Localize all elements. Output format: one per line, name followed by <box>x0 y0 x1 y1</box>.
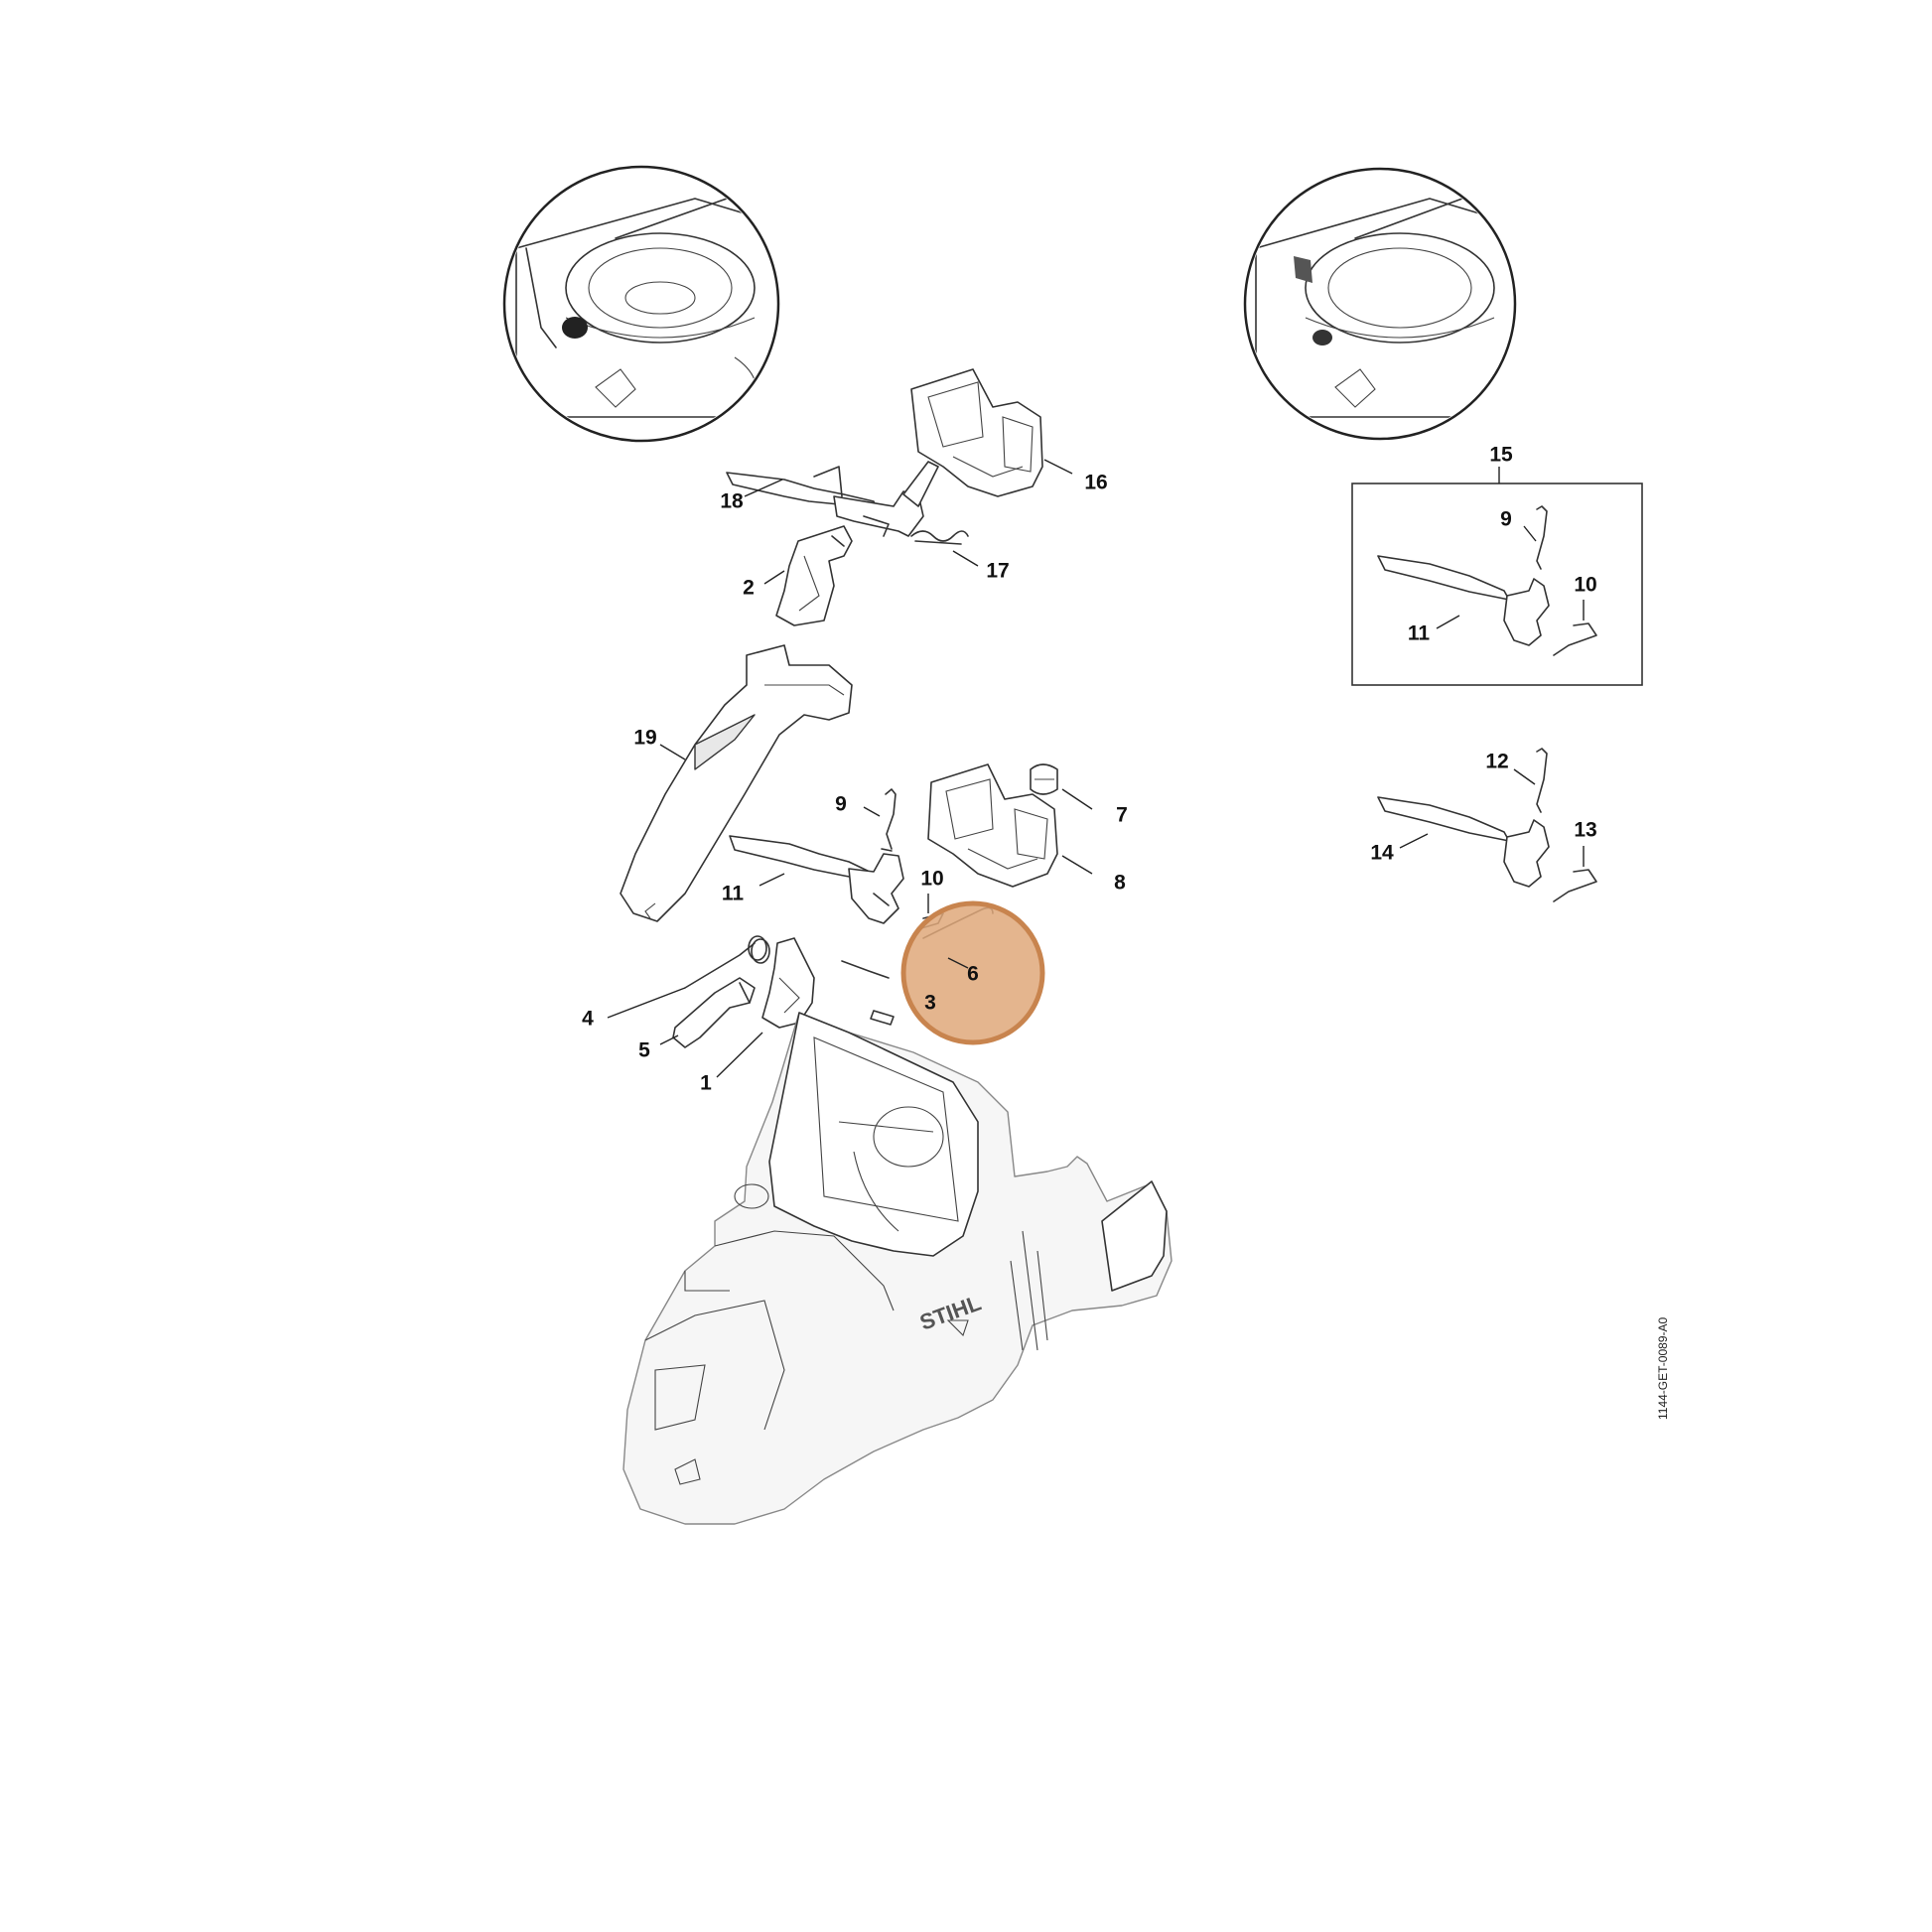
callout-18: 18 <box>720 489 744 513</box>
callout-17: 17 <box>986 559 1010 583</box>
callout-11-kit: 11 <box>1407 621 1431 645</box>
detail-view-left <box>502 165 780 443</box>
callout-9: 9 <box>835 792 847 816</box>
callout-16: 16 <box>1084 471 1108 494</box>
callout-15: 15 <box>1489 443 1513 467</box>
part-19-handle-cover <box>620 644 853 922</box>
callout-12: 12 <box>1485 750 1509 773</box>
drawing-code: 1144-GET-0089-A0 <box>1656 1316 1670 1420</box>
callout-2: 2 <box>743 576 755 600</box>
highlight-marker <box>900 900 1045 1045</box>
callout-5: 5 <box>638 1038 650 1062</box>
part-13-clip <box>1553 869 1597 902</box>
callout-10-kit: 10 <box>1574 573 1597 597</box>
part-4-spring <box>684 935 770 989</box>
callout-6: 6 <box>967 962 979 986</box>
callout-4: 4 <box>582 1007 594 1031</box>
callout-13: 13 <box>1574 818 1597 842</box>
detail-view-right <box>1243 167 1517 441</box>
callout-14: 14 <box>1370 841 1394 865</box>
chainsaw-housing: STIHL <box>622 1012 1173 1525</box>
part-1-lockout <box>761 937 815 1029</box>
part-5-trigger <box>672 977 756 1048</box>
callout-8: 8 <box>1114 871 1126 895</box>
part-18-lever <box>726 461 939 537</box>
part-11-lever <box>729 835 904 924</box>
callout-11: 11 <box>721 882 745 905</box>
part-9-wire <box>881 788 897 852</box>
callout-1: 1 <box>700 1071 712 1095</box>
part-12-wire <box>1536 748 1548 813</box>
callout-19: 19 <box>633 726 657 750</box>
part-15-kit-box <box>1351 483 1643 686</box>
callout-7: 7 <box>1116 803 1128 827</box>
part-3-pin <box>870 1010 895 1026</box>
leader-lines <box>607 459 1585 1078</box>
callout-9-kit: 9 <box>1500 507 1512 531</box>
part-8-switch-housing <box>927 763 1058 888</box>
callout-10: 10 <box>920 867 944 891</box>
part-16-switch-housing <box>910 368 1043 497</box>
part-7-knob <box>1030 763 1058 795</box>
callout-3: 3 <box>924 991 936 1015</box>
part-2-throttle-trigger <box>775 525 853 626</box>
part-17-spring <box>910 530 969 545</box>
part-14-lever <box>1377 796 1550 888</box>
